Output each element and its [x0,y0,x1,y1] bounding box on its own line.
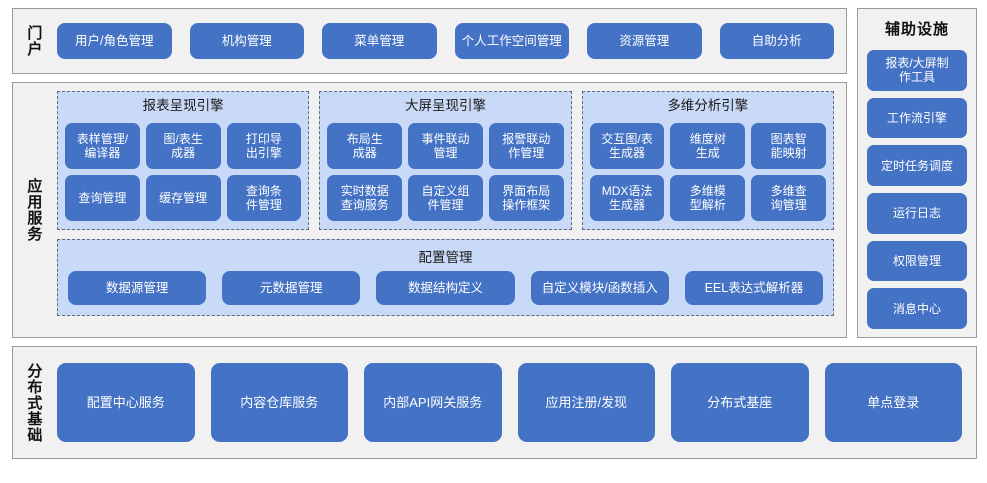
aux-item-report-bigscreen-tool[interactable]: 报表/大屏制 作工具 [867,50,967,91]
engine-olap-item-interactive-chart[interactable]: 交互图/表 生成器 [589,122,665,169]
engine-report-item-template-manager[interactable]: 表样管理/ 编译器 [65,122,140,169]
distributed-base-section: 分布式基础 配置中心服务 内容仓库服务 内部API网关服务 应用注册/发现 分布… [12,346,977,459]
base-item-config-center[interactable]: 配置中心服务 [57,363,195,442]
distributed-base-row: 配置中心服务 内容仓库服务 内部API网关服务 应用注册/发现 分布式基座 单点… [53,347,976,458]
app-services-body: 报表呈现引擎 表样管理/ 编译器 图/表生 成器 打印导 出引擎 查询管理 缓存… [53,83,846,337]
engine-olap-item-mdx-generator[interactable]: MDX语法 生成器 [589,174,665,221]
distributed-base-body: 配置中心服务 内容仓库服务 内部API网关服务 应用注册/发现 分布式基座 单点… [53,347,976,458]
engine-bigscreen-item-event-linkage[interactable]: 事件联动 管理 [408,122,483,169]
base-item-app-registry-discovery[interactable]: 应用注册/发现 [517,363,655,442]
engine-panel-report: 报表呈现引擎 表样管理/ 编译器 图/表生 成器 打印导 出引擎 查询管理 缓存… [57,91,310,230]
aux-item-message-center[interactable]: 消息中心 [867,288,967,330]
portal-item-menu[interactable]: 菜单管理 [322,23,437,59]
engine-title-report: 报表呈现引擎 [142,98,224,113]
engine-bigscreen-item-custom-component[interactable]: 自定义组 件管理 [408,174,483,221]
engine-report-item-query-condition[interactable]: 查询条 件管理 [226,174,302,221]
aux-item-runtime-log[interactable]: 运行日志 [867,193,967,234]
engine-grid-bigscreen: 布局生 成器 事件联动 管理 报警联动 作管理 实时数据 查询服务 自定义组 件… [327,122,564,221]
portal-item-resource[interactable]: 资源管理 [587,23,702,59]
config-item-metadata[interactable]: 元数据管理 [222,270,361,305]
engine-report-item-print-export[interactable]: 打印导 出引擎 [226,122,302,169]
portal-button-row: 用户/角色管理 机构管理 菜单管理 个人工作空间管理 资源管理 自助分析 [53,23,846,59]
portal-item-workspace[interactable]: 个人工作空间管理 [454,23,569,59]
aux-item-permission-manage[interactable]: 权限管理 [867,240,967,282]
engine-report-item-chart-generator[interactable]: 图/表生 成器 [145,122,221,169]
engine-panel-bigscreen: 大屏呈现引擎 布局生 成器 事件联动 管理 报警联动 作管理 实时数据 查询服务… [319,91,572,230]
base-item-internal-api-gateway[interactable]: 内部API网关服务 [364,363,502,442]
auxiliary-title: 辅助设施 [884,21,949,38]
config-item-custom-module[interactable]: 自定义模块/函数插入 [530,270,669,305]
portal-item-user-role[interactable]: 用户/角色管理 [57,23,172,59]
portal-label: 门户 [25,25,43,57]
engine-panel-olap: 多维分析引擎 交互图/表 生成器 维度树 生成 图表智 能映射 MDX语法 生成… [581,91,834,230]
engine-bigscreen-item-alarm-action[interactable]: 报警联动 作管理 [488,122,564,169]
engine-row: 报表呈现引擎 表样管理/ 编译器 图/表生 成器 打印导 出引擎 查询管理 缓存… [57,91,834,230]
engine-bigscreen-item-layout-generator[interactable]: 布局生 成器 [327,122,403,169]
engine-olap-item-query-manage[interactable]: 多维查 询管理 [751,174,826,221]
config-management-title: 配置管理 [418,249,473,265]
engine-title-bigscreen: 大屏呈现引擎 [404,98,486,113]
engine-grid-report: 表样管理/ 编译器 图/表生 成器 打印导 出引擎 查询管理 缓存管理 查询条 … [65,122,302,221]
engine-grid-olap: 交互图/表 生成器 维度树 生成 图表智 能映射 MDX语法 生成器 多维模 型… [589,122,826,221]
engine-olap-item-chart-mapping[interactable]: 图表智 能映射 [751,122,826,169]
portal-section: 门户 用户/角色管理 机构管理 菜单管理 个人工作空间管理 资源管理 自助分析 [12,8,847,74]
left-stack: 门户 用户/角色管理 机构管理 菜单管理 个人工作空间管理 资源管理 自助分析 … [12,8,847,338]
engine-report-item-cache-manage[interactable]: 缓存管理 [145,174,221,221]
engine-report-item-query-manage[interactable]: 查询管理 [65,174,140,221]
aux-item-workflow-engine[interactable]: 工作流引擎 [867,97,967,139]
top-area: 门户 用户/角色管理 机构管理 菜单管理 个人工作空间管理 资源管理 自助分析 … [12,8,977,338]
auxiliary-section: 辅助设施 报表/大屏制 作工具 工作流引擎 定时任务调度 运行日志 权限管理 消… [857,8,977,338]
config-management-panel: 配置管理 数据源管理 元数据管理 数据结构定义 自定义模块/函数插入 EEL表达… [57,238,834,316]
engine-olap-item-model-parser[interactable]: 多维模 型解析 [670,174,746,221]
aux-item-scheduled-task[interactable]: 定时任务调度 [867,145,967,187]
app-services-section: 应用服务 报表呈现引擎 表样管理/ 编译器 图/表生 成器 打印导 出引擎 查询… [12,82,847,338]
config-management-row: 数据源管理 元数据管理 数据结构定义 自定义模块/函数插入 EEL表达式解析器 [68,270,824,305]
engine-bigscreen-item-ui-layout-framework[interactable]: 界面布局 操作框架 [488,174,564,221]
portal-item-self-service[interactable]: 自助分析 [719,23,834,59]
base-item-content-repository[interactable]: 内容仓库服务 [210,363,348,442]
config-item-eel-parser[interactable]: EEL表达式解析器 [684,270,824,305]
distributed-base-label: 分布式基础 [25,362,43,443]
portal-body: 用户/角色管理 机构管理 菜单管理 个人工作空间管理 资源管理 自助分析 [53,9,846,73]
config-item-datasource[interactable]: 数据源管理 [68,270,207,305]
app-services-label: 应用服务 [25,178,43,242]
base-item-single-sign-on[interactable]: 单点登录 [824,363,962,442]
engine-bigscreen-item-realtime-query[interactable]: 实时数据 查询服务 [327,174,403,221]
engine-title-olap: 多维分析引擎 [667,98,749,113]
engine-olap-item-dimension-tree[interactable]: 维度树 生成 [670,122,746,169]
portal-item-org[interactable]: 机构管理 [189,23,304,59]
config-item-data-structure[interactable]: 数据结构定义 [376,270,515,305]
base-item-distributed-foundation[interactable]: 分布式基座 [671,363,809,442]
